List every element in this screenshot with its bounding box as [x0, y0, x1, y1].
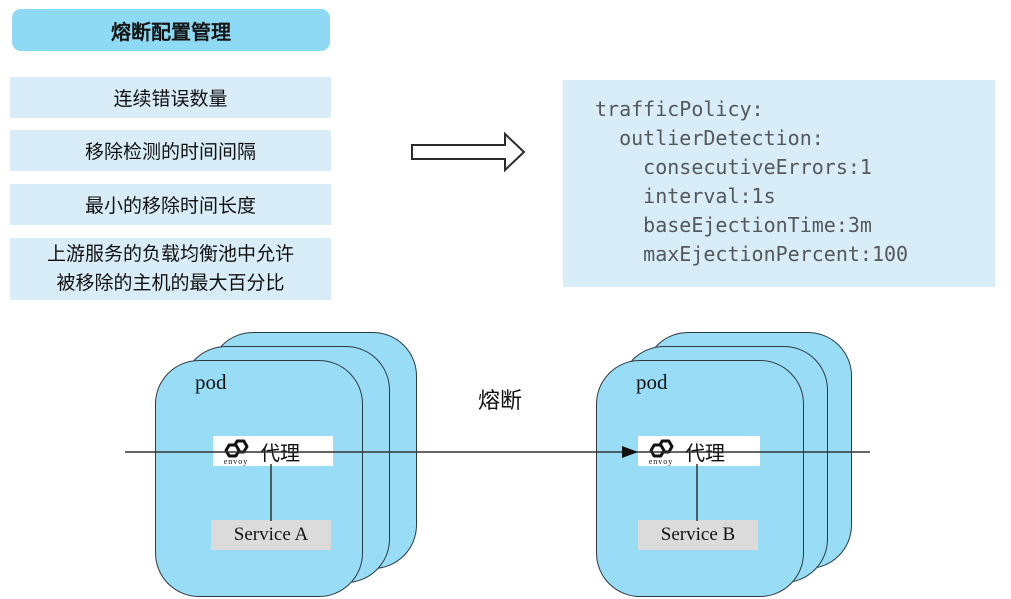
code-line: outlierDetection: — [595, 126, 824, 150]
code-line: consecutiveErrors:1 — [595, 155, 872, 179]
pod-card-front — [155, 360, 363, 597]
code-line: maxEjectionPercent:100 — [595, 242, 909, 266]
yaml-code-block: trafficPolicy: outlierDetection: consecu… — [563, 80, 995, 287]
service-a-box: Service A — [211, 520, 331, 550]
envoy-logo: envoy — [219, 438, 253, 465]
param-min-ejection-time: 最小的移除时间长度 — [10, 184, 331, 225]
envoy-proxy-box: envoy 代理 — [638, 436, 760, 466]
envoy-logo-text: envoy — [223, 456, 249, 466]
pod-stack-service-b: pod envoy 代理 Service B — [596, 332, 858, 598]
transform-arrow-icon — [411, 131, 526, 173]
param-consecutive-errors: 连续错误数量 — [10, 77, 331, 118]
envoy-proxy-box: envoy 代理 — [213, 436, 333, 466]
pod-stack-service-a: pod envoy 代理 Service A — [155, 332, 417, 598]
circuit-break-edge-label: 熔断 — [477, 388, 522, 413]
param-detection-interval: 移除检测的时间间隔 — [10, 130, 331, 171]
envoy-logo-icon — [649, 439, 673, 457]
pod-card-front — [596, 360, 804, 597]
pod-label: pod — [195, 370, 227, 394]
envoy-logo-text: envoy — [648, 456, 674, 466]
service-b-box: Service B — [638, 520, 758, 550]
code-line: interval:1s — [595, 184, 776, 208]
proxy-label: 代理 — [260, 442, 300, 465]
proxy-label: 代理 — [685, 442, 725, 465]
envoy-logo: envoy — [644, 438, 678, 465]
pod-label: pod — [636, 370, 668, 394]
code-line: trafficPolicy: — [595, 97, 764, 121]
envoy-logo-icon — [224, 439, 248, 457]
header-box: 熔断配置管理 — [12, 9, 330, 51]
param-max-ejection-percent: 上游服务的负载均衡池中允许 被移除的主机的最大百分比 — [10, 238, 331, 300]
code-line: baseEjectionTime:3m — [595, 213, 872, 237]
